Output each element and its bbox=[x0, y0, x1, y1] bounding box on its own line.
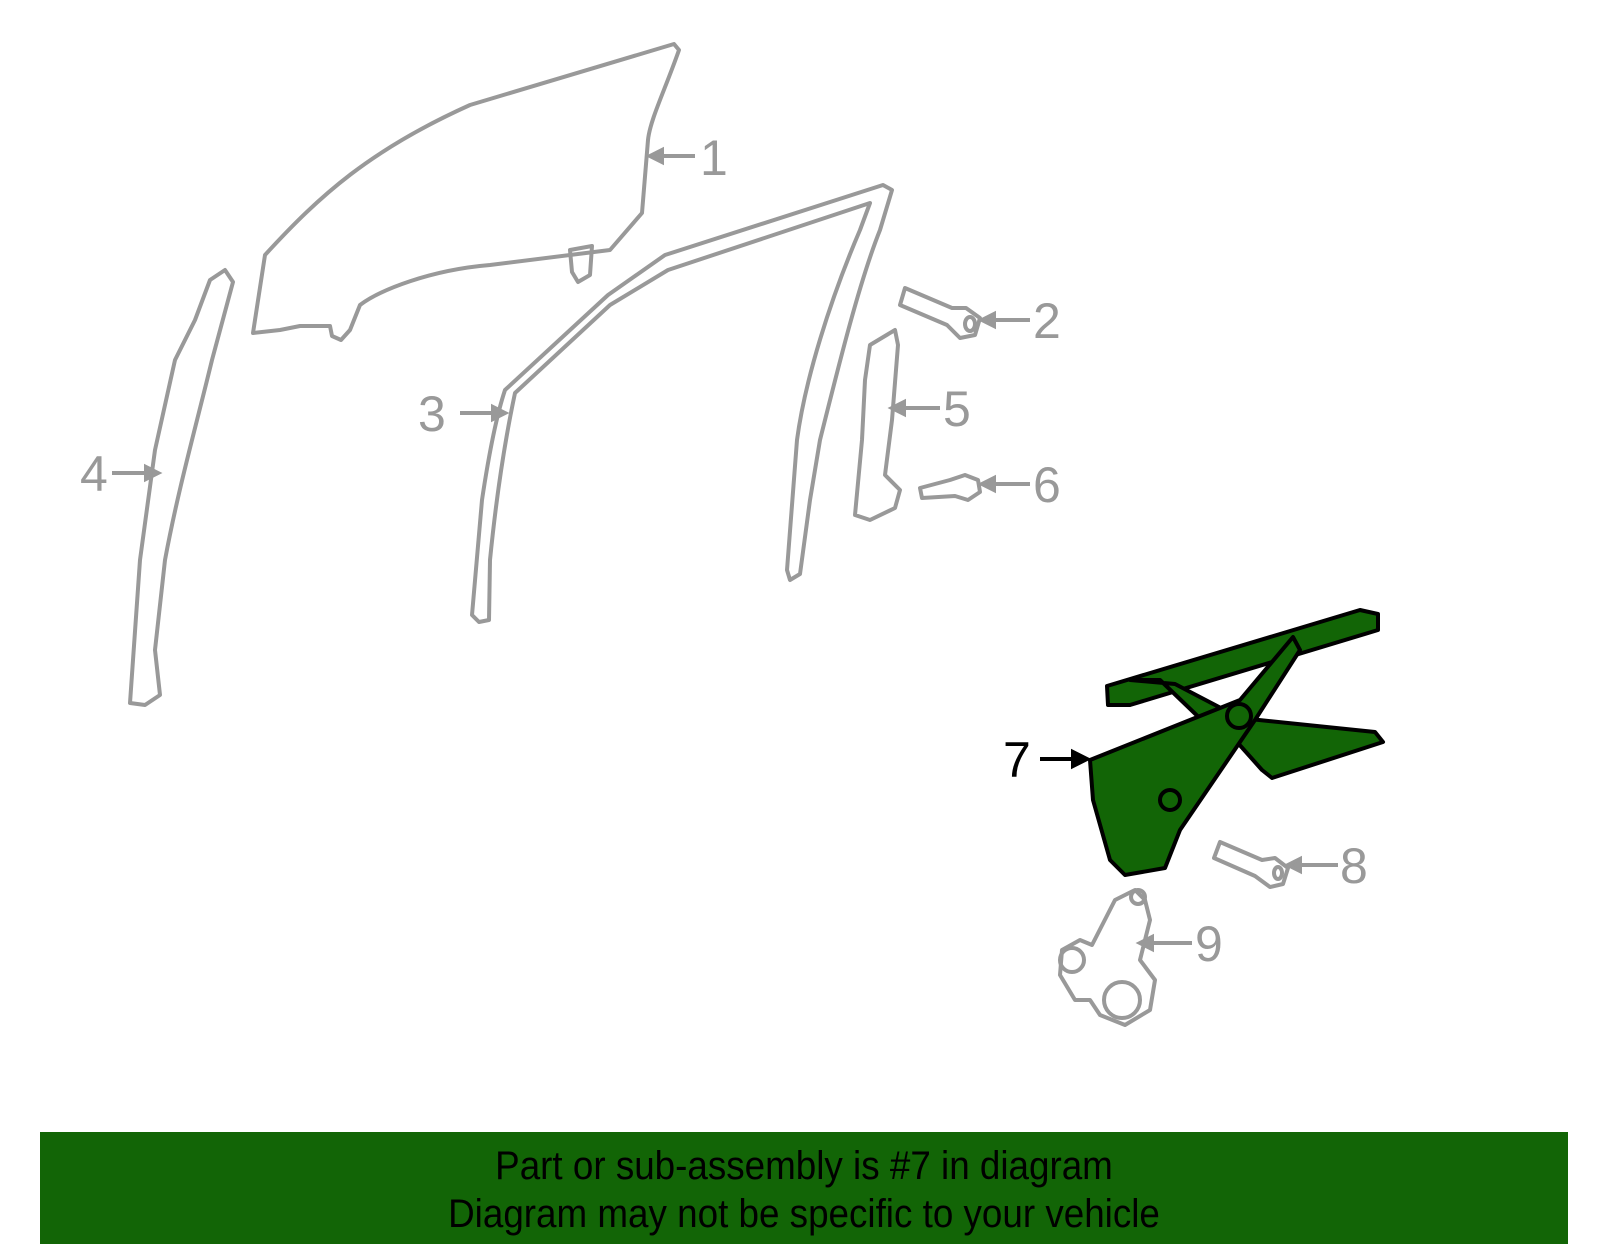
callout-8: 8 bbox=[1340, 838, 1368, 894]
glass-run-channel-part-3 bbox=[470, 183, 894, 624]
rear-channel-part-5 bbox=[853, 328, 902, 522]
bolt-part-8 bbox=[1212, 840, 1290, 889]
bolt-part-6 bbox=[918, 473, 982, 502]
callout-3: 3 bbox=[418, 386, 446, 442]
callout-7: 7 bbox=[1003, 732, 1031, 788]
callout-1: 1 bbox=[700, 130, 728, 186]
window-regulator-part-7 bbox=[1088, 608, 1385, 877]
bolt-part-2 bbox=[898, 286, 982, 340]
banner-line-disclaimer: Diagram may not be specific to your vehi… bbox=[448, 1192, 1160, 1236]
callout-5: 5 bbox=[943, 381, 971, 437]
banner-line-part-number: Part or sub-assembly is #7 in diagram bbox=[495, 1144, 1113, 1188]
info-banner: Part or sub-assembly is #7 in diagram Di… bbox=[40, 1132, 1568, 1244]
callout-4: 4 bbox=[80, 446, 108, 502]
door-glass-part-1 bbox=[251, 42, 681, 342]
callout-2: 2 bbox=[1033, 293, 1061, 349]
callout-9: 9 bbox=[1195, 916, 1223, 972]
front-channel-part-4 bbox=[128, 268, 235, 707]
regulator-motor-part-9 bbox=[1058, 888, 1157, 1027]
callout-6: 6 bbox=[1033, 457, 1061, 513]
